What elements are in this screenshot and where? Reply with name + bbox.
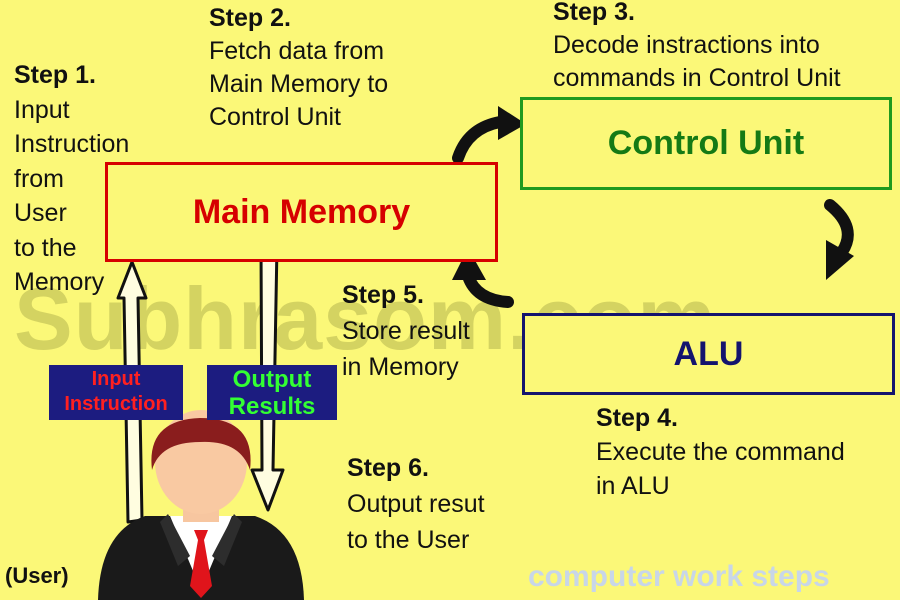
output-label-line: Results (228, 393, 316, 420)
input-instruction-label: Input Instruction (49, 365, 183, 420)
step-6-line: Output resut (347, 490, 485, 518)
step-3-line: commands in Control Unit (553, 64, 841, 92)
step-6: Step 6. Output resut to the User (347, 450, 485, 558)
step-1-title: Step 1. (14, 61, 96, 89)
step-4-line: in ALU (596, 472, 670, 500)
main-memory-box: Main Memory (105, 162, 498, 262)
input-label-line: Input (91, 368, 141, 390)
arrow-alu-to-memory (452, 248, 514, 308)
step-2: Step 2. Fetch data from Main Memory to C… (209, 2, 388, 134)
alu-box: ALU (522, 313, 895, 395)
step-6-line: to the User (347, 526, 470, 554)
arrow-cu-to-alu (824, 199, 854, 280)
step-5-line: Store result (342, 317, 470, 345)
step-1-line: Instruction (14, 130, 130, 158)
step-2-line: Fetch data from (209, 37, 385, 65)
arrow-memory-to-cu (452, 106, 526, 164)
footer-caption: computer work steps (528, 560, 830, 593)
user-label: (User) (5, 563, 69, 588)
user-figure (98, 410, 304, 600)
step-1-line: from (14, 164, 64, 193)
step-2-title: Step 2. (209, 4, 291, 32)
step-4-line: Execute the command (596, 438, 845, 466)
step-4-title: Step 4. (596, 404, 678, 432)
step-1-line: to the (14, 233, 77, 262)
input-label-line: Instruction (64, 393, 168, 415)
step-5: Step 5. Store result in Memory (342, 277, 470, 385)
step-3: Step 3. Decode instractions into command… (553, 0, 841, 95)
step-4: Step 4. Execute the command in ALU (596, 401, 845, 503)
step-1: Step 1. Input Instruction from User to t… (14, 58, 129, 300)
step-2-line: Control Unit (209, 103, 341, 131)
step-6-title: Step 6. (347, 454, 429, 482)
step-1-line: Memory (14, 268, 105, 296)
step-5-title: Step 5. (342, 281, 424, 309)
step-3-line: Decode instractions into (553, 31, 820, 59)
step-5-line: in Memory (342, 353, 459, 381)
step-2-line: Main Memory to (209, 70, 389, 98)
step-1-line: User (14, 199, 67, 227)
step-1-line: Input (14, 95, 70, 124)
control-unit-box: Control Unit (520, 97, 892, 190)
step-3-title: Step 3. (553, 0, 635, 26)
output-label-line: Output (232, 366, 312, 393)
output-results-label: Output Results (207, 365, 337, 420)
